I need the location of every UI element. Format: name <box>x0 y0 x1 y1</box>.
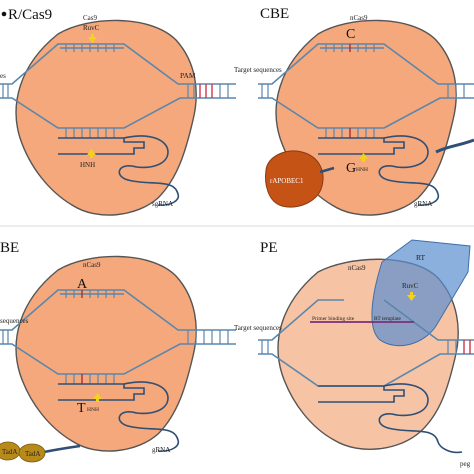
protein-label-abe: nCas9 <box>83 261 101 269</box>
grna-scaffold-cbe <box>318 137 405 155</box>
target-label-pe: Target sequences <box>234 324 282 332</box>
tada-label-2: TadA <box>25 450 40 458</box>
ncas9-protein-abe <box>15 255 197 452</box>
target-strand-ticks <box>65 128 115 138</box>
grna-label-cbe: gRNA <box>414 200 432 208</box>
panel-title-pe: PE <box>260 240 278 256</box>
panel-cbe: CBE nCas9 C Target sequences <box>234 6 474 216</box>
panel-title-abe: BE <box>0 240 19 256</box>
linker-cbe <box>435 138 474 154</box>
grna-label: sgRNA <box>152 200 173 208</box>
tada-2 <box>18 443 46 463</box>
protein-label-cbe: nCas9 <box>350 14 368 22</box>
dna-strand-top-pe <box>258 299 474 341</box>
rt-template-label: RT template <box>374 316 401 322</box>
reverse-transcriptase <box>371 239 471 347</box>
protospacer-ticks-abe <box>65 290 115 298</box>
target-label: es <box>0 72 6 80</box>
dna-strand-bottom <box>0 97 236 129</box>
flank-ticks-abe <box>2 330 229 344</box>
hnh-label-cbe: HNH <box>356 167 368 173</box>
ruvc-label-pe: RuvC <box>402 282 419 290</box>
grna-loop-abe <box>118 381 180 452</box>
base-g: G <box>346 161 356 176</box>
ruvc-arrow-icon-pe <box>407 292 416 301</box>
target-strand-ticks-cbe <box>325 128 375 138</box>
rapobec1-label: rAPOBEC1 <box>270 177 304 185</box>
panel-pe: PE RT nCas9 RuvC Target sequences Primer… <box>234 239 474 468</box>
pam-label: PAM <box>180 71 196 80</box>
pegrna-loop <box>378 383 463 454</box>
rt-label: RT <box>416 253 426 262</box>
dna-strand-top-cbe <box>258 43 474 85</box>
pbs-label: Primer binding site <box>312 316 355 322</box>
panel-title-cbe: CBE <box>260 6 289 22</box>
bullet-dot <box>1 11 7 17</box>
protospacer-ticks-cbe <box>325 44 375 52</box>
flank-ticks <box>2 84 229 98</box>
hnh-label-abe: HNH <box>87 407 99 413</box>
hnh-arrow-icon <box>87 149 96 158</box>
target-label-cbe: Target sequences <box>234 66 282 74</box>
protospacer-ticks <box>65 44 115 52</box>
dna-strand-bottom-abe <box>0 343 236 375</box>
target-label-abe: sequences <box>0 317 29 325</box>
protein-label: Cas9 <box>83 14 98 22</box>
linker-apobec <box>319 166 335 174</box>
tada-label-1: TadA <box>2 448 17 456</box>
panel-cas9: R/Cas9 Cas9 RuvC es PAM <box>0 7 236 216</box>
rapobec1-deaminase <box>265 150 324 208</box>
base-t: T <box>77 401 86 416</box>
hnh-label: HNH <box>80 161 95 169</box>
ruvc-arrow-icon <box>88 34 97 43</box>
hnh-arrow-icon-abe <box>93 393 102 402</box>
pegrna-scaffold <box>318 385 405 403</box>
base-a: A <box>77 277 88 292</box>
protein-label-pe: nCas9 <box>348 264 366 272</box>
ruvc-label: RuvC <box>83 24 100 32</box>
grna-scaffold-abe <box>58 383 145 401</box>
flank-ticks-pe <box>261 340 471 354</box>
dna-strand-bottom-cbe <box>258 97 474 129</box>
grna-loop-cbe <box>378 135 440 206</box>
panel-abe: BE nCas9 A sequences T HNH <box>0 240 236 463</box>
sgrna-scaffold <box>58 137 145 155</box>
base-c: C <box>346 27 355 42</box>
sgrna-loop <box>118 135 180 206</box>
panel-title-cas9: R/Cas9 <box>8 7 52 23</box>
target-strand-ticks-abe <box>65 374 115 384</box>
grna-label-abe: gRNA <box>152 446 170 454</box>
hnh-arrow-icon-cbe <box>359 153 368 162</box>
flank-ticks-cbe <box>261 84 465 98</box>
pegrna-label: peg <box>460 460 471 468</box>
